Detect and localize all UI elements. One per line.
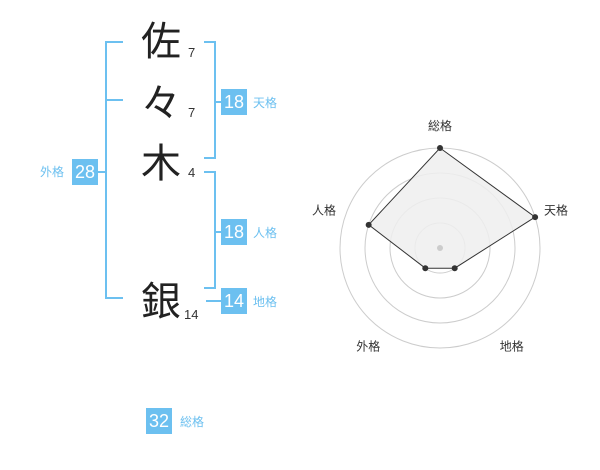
stroke-count-3: 4	[188, 165, 196, 180]
name-char-1: 佐	[141, 19, 181, 65]
radar-axis-label: 天格	[544, 202, 568, 217]
jinkaku-bracket-top	[204, 171, 216, 173]
radar-value-polygon	[367, 147, 536, 269]
chikaku-connector	[206, 300, 222, 302]
stroke-count-2: 7	[188, 105, 196, 120]
radar-point-総格	[437, 145, 443, 151]
gaikaku-bracket-top	[105, 41, 123, 43]
radar-point-天格	[532, 214, 539, 221]
chikaku-value-box: 14	[221, 288, 247, 314]
gaikaku-bracket-bottom	[105, 297, 123, 299]
stroke-count-4: 14	[184, 307, 199, 322]
jinkaku-label: 人格	[253, 226, 278, 240]
tenkaku-label: 天格	[253, 96, 278, 110]
soukaku-label: 総格	[180, 415, 205, 429]
tenkaku-connector	[214, 101, 222, 103]
gaikaku-bracket-mid	[105, 99, 123, 101]
radar-point-外格	[422, 265, 429, 272]
chikaku-label: 地格	[253, 295, 278, 309]
soukaku-value-box: 32	[146, 408, 172, 434]
tenkaku-bracket-bottom	[204, 157, 216, 159]
jinkaku-bracket-bottom	[204, 287, 216, 289]
name-char-4: 銀	[141, 279, 181, 325]
name-char-3: 木	[141, 141, 181, 187]
radar-point-人格	[365, 221, 372, 228]
jinkaku-value-box: 18	[221, 219, 247, 245]
tenkaku-value-box: 18	[221, 89, 247, 115]
radar-axis-label: 外格	[356, 339, 380, 354]
radar-axis-label: 総格	[428, 118, 452, 133]
tenkaku-bracket-vertical	[214, 41, 216, 159]
gaikaku-value-box: 28	[72, 159, 98, 185]
stroke-count-1: 7	[188, 45, 196, 60]
gaikaku-connector	[98, 171, 106, 173]
radar-axis-label: 人格	[312, 202, 336, 217]
radar-axis-label: 地格	[500, 339, 524, 354]
radar-center-dot	[437, 245, 443, 251]
gaikaku-bracket-vertical	[105, 41, 107, 299]
jinkaku-bracket-vertical	[214, 171, 216, 289]
name-char-2: 々	[141, 81, 181, 127]
radar-point-地格	[451, 265, 458, 272]
jinkaku-connector	[214, 231, 222, 233]
tenkaku-bracket-top	[204, 41, 216, 43]
gaikaku-label: 外格	[40, 165, 65, 179]
